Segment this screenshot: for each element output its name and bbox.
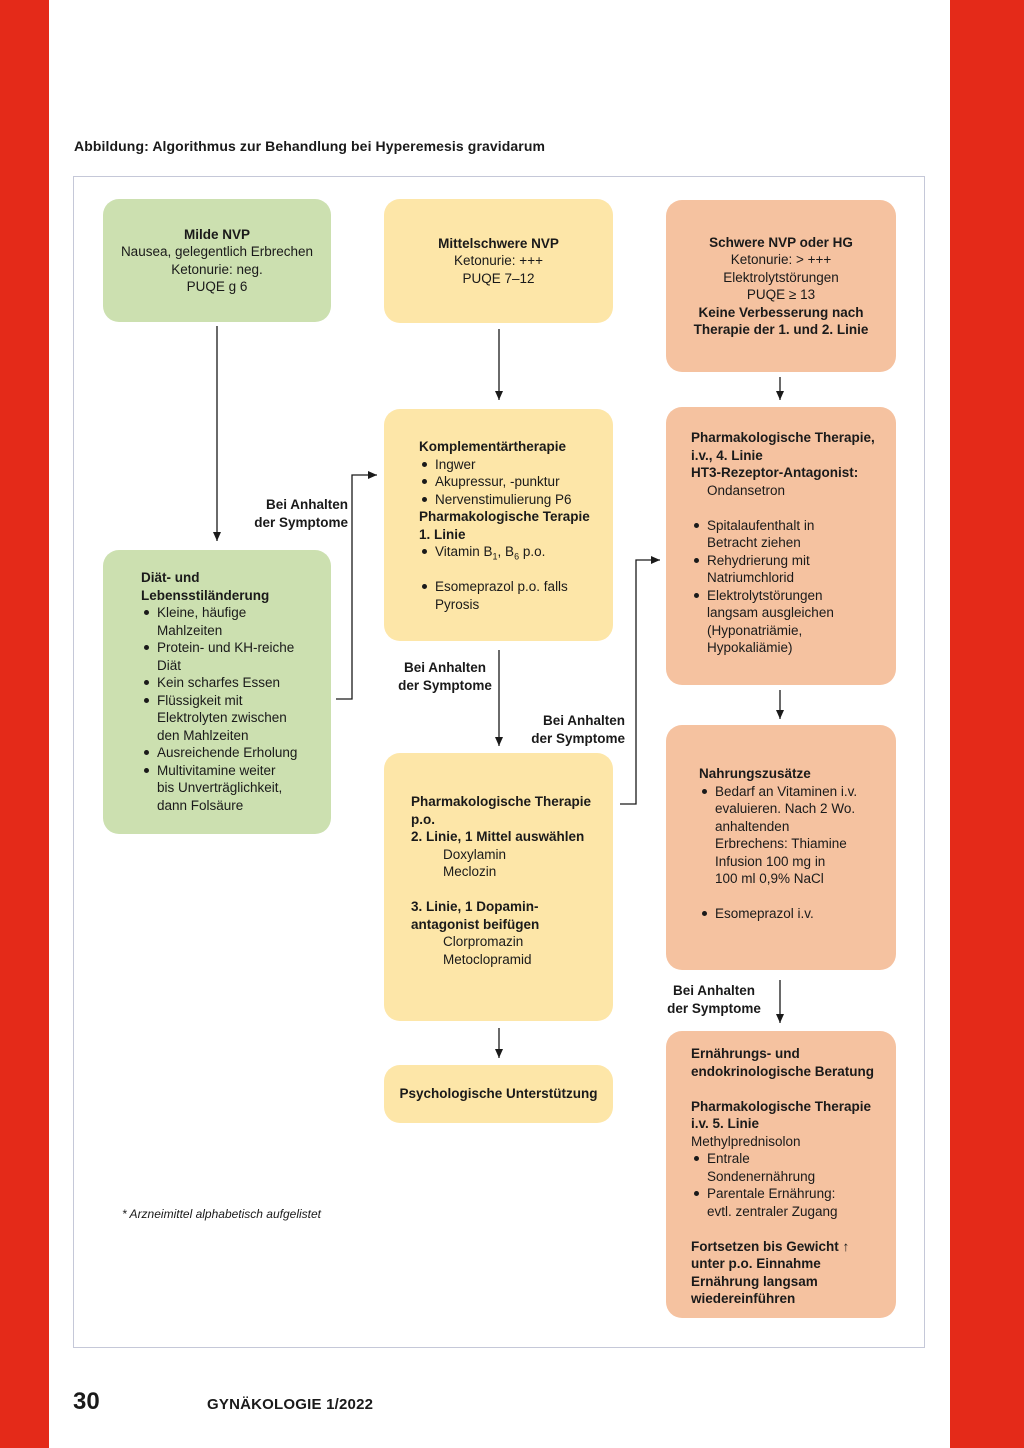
komplement-title: Komplementärtherapie	[419, 439, 567, 454]
schwere-line: Elektrolytstörungen	[723, 269, 839, 285]
pharmiv4-drug: Ondansetron	[707, 482, 786, 498]
ernaehrung-pharm-title: Pharmakologische Therapie	[691, 1098, 872, 1114]
komplement-list: Ingwer Akupressur, -punktur Nervenstimul…	[419, 456, 603, 509]
pharmpo-line3-title: antagonist beifügen	[411, 916, 540, 932]
list-item: Esomeprazol i.v.	[699, 905, 886, 923]
diaet-title: Lebensstiländerung	[141, 587, 270, 603]
nahrung-title: Nahrungszusätze	[699, 766, 811, 781]
ernaehrung-pharm-title: i.v. 5. Linie	[691, 1116, 760, 1131]
schwere-line: Ketonurie: > +++	[730, 252, 832, 267]
box-schwere-nvp: Schwere NVP oder HG Ketonurie: > +++ Ele…	[666, 200, 896, 372]
box-pharm-po: Pharmakologische Therapie p.o. 2. Linie,…	[384, 753, 613, 1021]
box-pharm-iv4: Pharmakologische Therapie, i.v., 4. Lini…	[666, 407, 896, 685]
list-item: Ausreichende Erholung	[141, 744, 315, 762]
mittel-title: Mittelschwere NVP	[438, 235, 559, 251]
figure-frame	[73, 176, 925, 1348]
pharmpo-drug: Meclozin	[443, 864, 497, 879]
arrow-diaet-to-komplement	[336, 471, 377, 700]
list-item: Akupressur, -punktur	[419, 473, 603, 491]
figure-title: Abbildung: Algorithmus zur Behandlung be…	[74, 138, 546, 154]
footnote: * Arzneimittel alphabetisch aufgelistet	[122, 1207, 321, 1221]
pharmpo-drug: Metoclopramid	[443, 951, 532, 967]
box-komplementaertherapie: Komplementärtherapie Ingwer Akupressur, …	[384, 409, 613, 641]
diaet-title: Diät- und	[141, 570, 200, 585]
list-item: Kein scharfes Essen	[141, 674, 315, 692]
arrow-pharmpo-to-pharmiv4	[620, 556, 660, 805]
page-number: 30	[73, 1388, 100, 1415]
schwere-bold-line: Therapie der 1. und 2. Linie	[693, 322, 869, 337]
pharmiv4-title: Pharmakologische Therapie,	[691, 430, 875, 445]
box-psychologische-unterstuetzung: Psychologische Unterstützung	[384, 1065, 613, 1123]
pharmpo-drug: Clorpromazin	[443, 934, 524, 949]
schwere-bold-line: Keine Verbesserung nach	[698, 304, 864, 320]
journal-name: GYNÄKOLOGIE 1/2022	[207, 1396, 374, 1413]
box-nahrungszusaetze: Nahrungszusätze Bedarf an Vitaminen i.v.…	[666, 725, 896, 970]
komplement-pharm-title: Pharmakologische Terapie	[419, 509, 590, 524]
ernaehrung-final: Fortsetzen bis Gewicht ↑	[691, 1238, 850, 1254]
nahrung-list-2: Esomeprazol i.v.	[699, 905, 886, 923]
ernaehrung-final: Ernährung langsam	[691, 1273, 818, 1289]
pharmpo-title: p.o.	[411, 811, 435, 827]
mittel-line: Ketonurie: +++	[454, 253, 543, 269]
list-item: Parentale Ernährung:evtl. zentraler Zuga…	[691, 1185, 888, 1220]
schwere-title: Schwere NVP oder HG	[709, 234, 853, 250]
milde-title: Milde NVP	[183, 226, 250, 242]
right-color-bar	[950, 0, 1024, 1448]
milde-line: PUQE g 6	[186, 279, 248, 294]
box-milde-nvp: Milde NVP Nausea, gelegentlich Erbrechen…	[103, 199, 331, 322]
nahrung-list: Bedarf an Vitaminen i.v.evaluieren. Nach…	[699, 783, 886, 888]
milde-line: Nausea, gelegentlich Erbrechen	[120, 244, 314, 259]
pharmiv4-title: HT3-Rezeptor-Antagonist:	[691, 465, 859, 480]
ernaehrung-title: endokrinologische Beratung	[691, 1063, 875, 1079]
ernaehrung-drug: Methylprednisolon	[691, 1133, 801, 1149]
ernaehrung-title: Ernährungs- und	[691, 1046, 800, 1061]
milde-line: Ketonurie: neg.	[171, 261, 263, 277]
pharmpo-line3-title: 3. Linie, 1 Dopamin-	[411, 899, 539, 914]
pharmpo-drug: Doxylamin	[443, 846, 507, 862]
pharmiv4-title: i.v., 4. Linie	[691, 447, 763, 463]
ernaehrung-final: wiedereinführen	[691, 1291, 796, 1306]
box-mittelschwere-nvp: Mittelschwere NVP Ketonurie: +++ PUQE 7–…	[384, 199, 613, 323]
list-item: Nervenstimulierung P6	[419, 491, 603, 509]
psycho-title: Psychologische Unterstützung	[399, 1086, 598, 1102]
list-item: Ingwer	[419, 456, 603, 474]
pharmpo-title: Pharmakologische Therapie	[411, 794, 592, 809]
left-color-bar	[0, 0, 49, 1448]
mittel-line: PUQE 7–12	[462, 270, 535, 286]
schwere-line: PUQE ≥ 13	[746, 287, 816, 302]
komplement-pharm-list: Vitamin B1, B6 p.o.	[419, 543, 603, 561]
box-diaet: Diät- und Lebensstiländerung Kleine, häu…	[103, 550, 331, 834]
pharmpo-line2-title: 2. Linie, 1 Mittel auswählen	[411, 829, 585, 844]
list-item: Vitamin B1, B6 p.o.	[419, 543, 603, 561]
list-item: Bedarf an Vitaminen i.v.evaluieren. Nach…	[699, 783, 886, 888]
komplement-pharm-line: 1. Linie	[419, 526, 466, 542]
box-ernaehrungsberatung: Ernährungs- und endokrinologische Beratu…	[666, 1031, 896, 1318]
ernaehrung-final: unter p.o. Einnahme	[691, 1256, 821, 1271]
